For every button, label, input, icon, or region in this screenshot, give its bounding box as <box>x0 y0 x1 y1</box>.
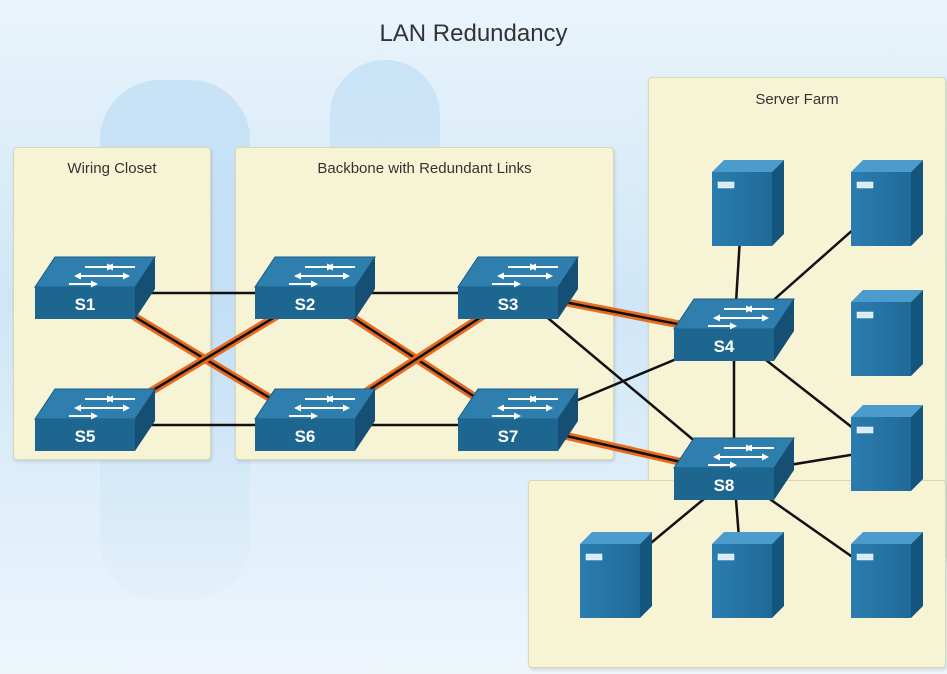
switch-arrows-icon <box>708 444 774 469</box>
switch-arrows-icon <box>289 263 355 288</box>
wiring-closet-label: Wiring Closet <box>67 160 157 177</box>
switch-label: S3 <box>498 295 519 314</box>
switch-label: S4 <box>714 337 735 356</box>
switch-arrows-icon <box>492 395 558 420</box>
switch-s8: S8 <box>673 437 795 500</box>
diagram-title: LAN Redundancy <box>379 20 568 47</box>
switch-s1: S1 <box>34 256 156 319</box>
server-icon <box>712 160 784 246</box>
switch-label: S6 <box>295 427 316 446</box>
server-icon <box>851 405 923 491</box>
switch-label: S2 <box>295 295 316 314</box>
switch-arrows-icon <box>708 305 774 330</box>
switch-arrows-icon <box>289 395 355 420</box>
switch-arrows-icon <box>69 395 135 420</box>
switch-label: S1 <box>75 295 96 314</box>
switch-s2: S2 <box>254 256 376 319</box>
switch-label: S8 <box>714 476 735 495</box>
switch-s3: S3 <box>457 256 579 319</box>
switch-s4: S4 <box>673 298 795 361</box>
servers-layer <box>580 160 923 618</box>
switch-arrows-icon <box>69 263 135 288</box>
server-farm-label: Server Farm <box>755 91 839 108</box>
backbone-label: Backbone with Redundant Links <box>317 160 532 177</box>
switch-s7: S7 <box>457 388 579 451</box>
switch-arrows-icon <box>492 263 558 288</box>
switch-s6: S6 <box>254 388 376 451</box>
server-icon <box>851 532 923 618</box>
switch-label: S7 <box>498 427 519 446</box>
server-icon <box>712 532 784 618</box>
switch-s5: S5 <box>34 388 156 451</box>
switch-label: S5 <box>75 427 96 446</box>
server-icon <box>580 532 652 618</box>
server-icon <box>851 290 923 376</box>
server-icon <box>851 160 923 246</box>
